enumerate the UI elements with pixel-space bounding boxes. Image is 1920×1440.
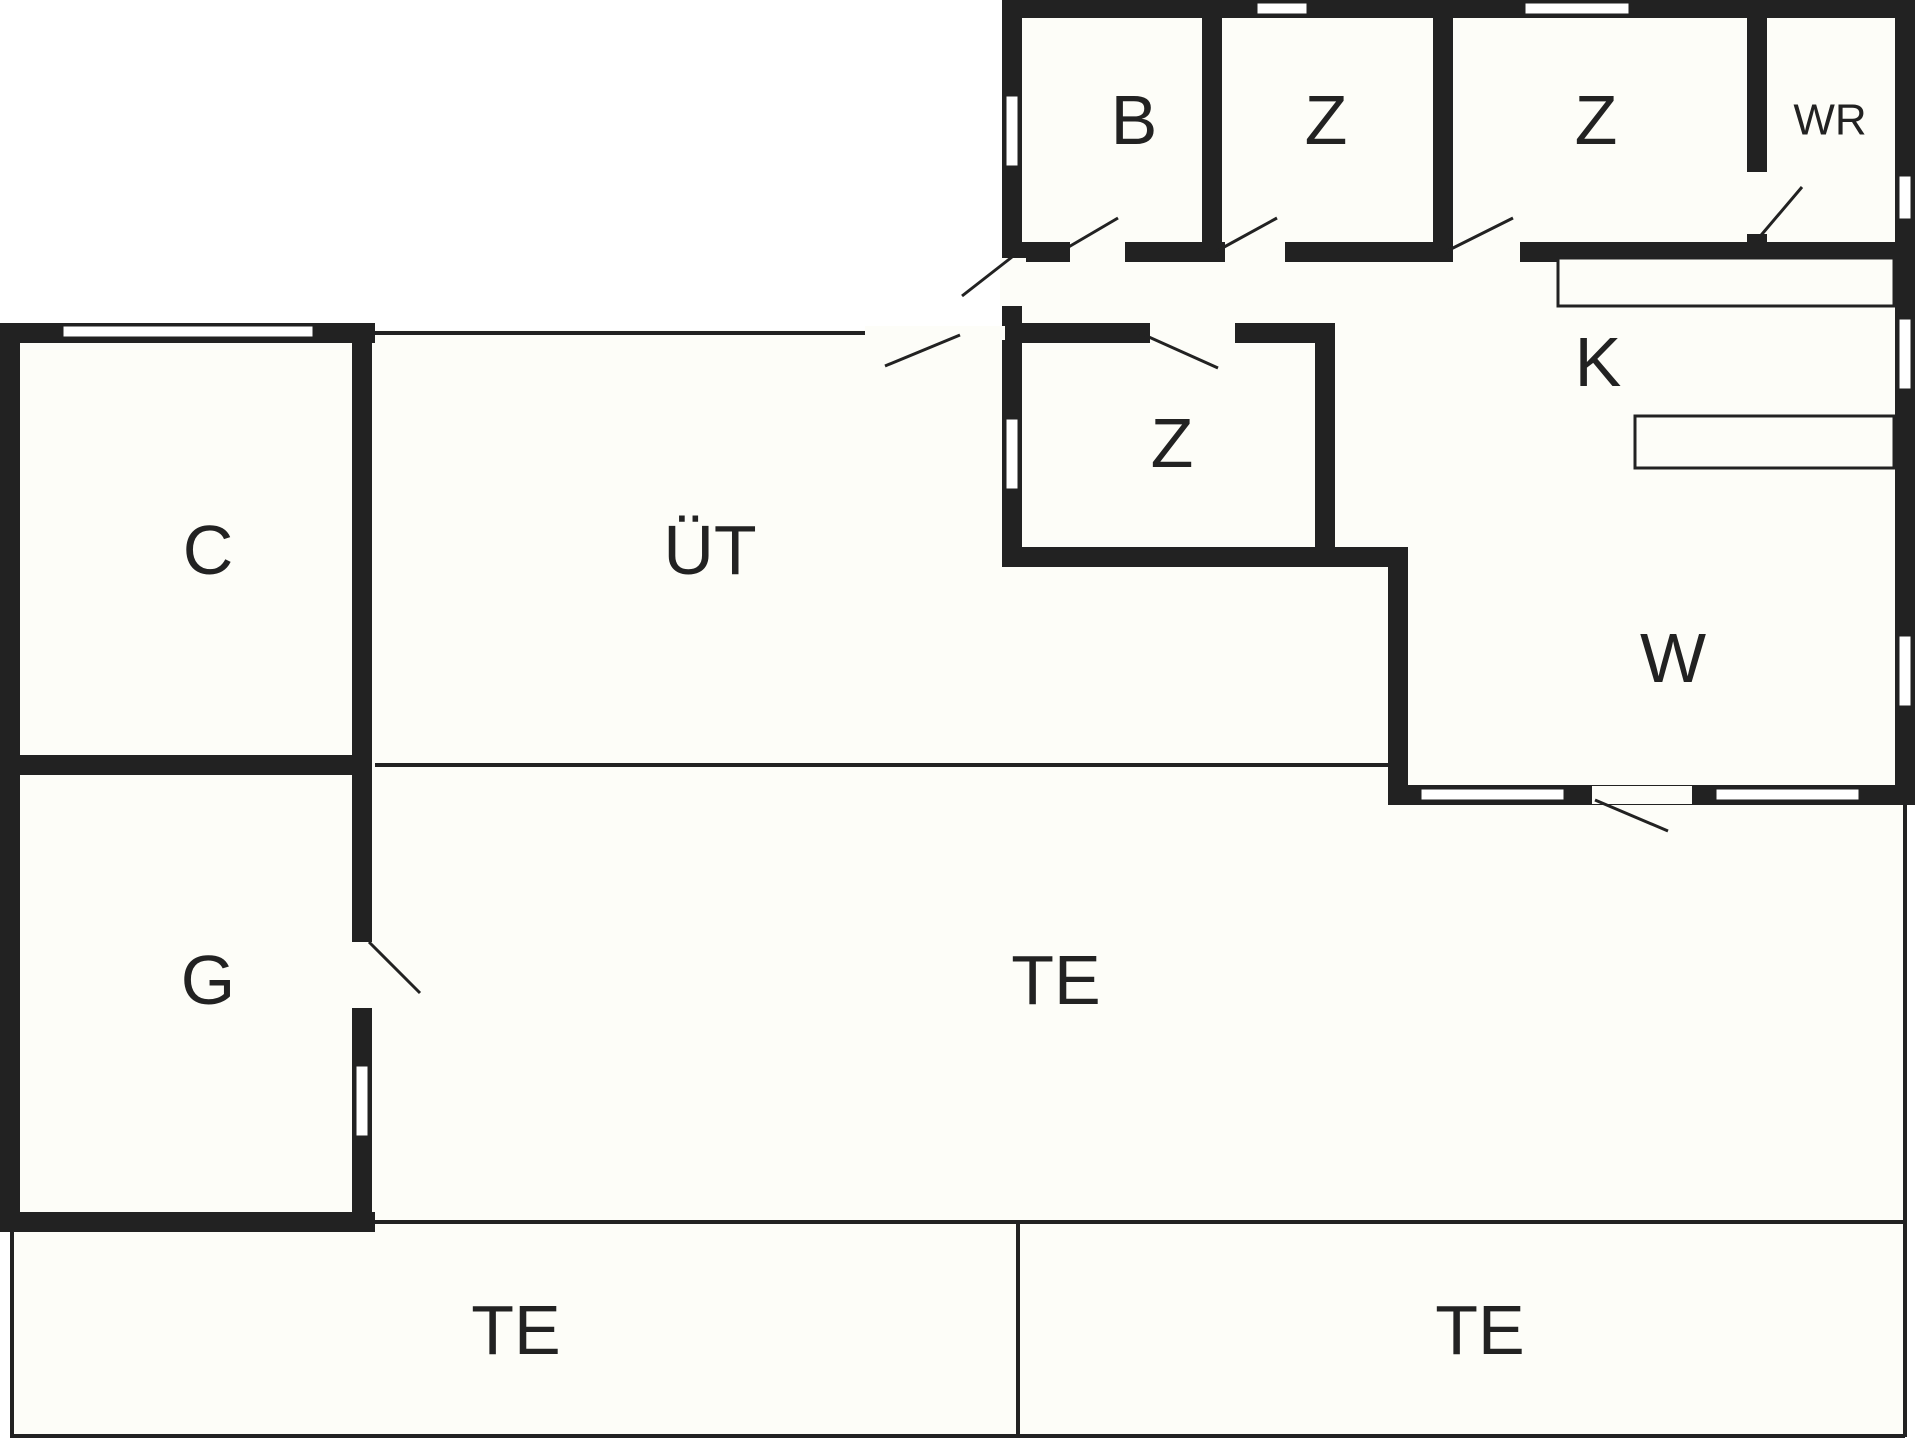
room-label-c: C bbox=[183, 511, 234, 589]
room-label-te-right: TE bbox=[1435, 1291, 1524, 1369]
doors bbox=[350, 172, 1804, 1008]
room-label-z2: Z bbox=[1575, 81, 1618, 159]
room-label-z3: Z bbox=[1151, 404, 1194, 482]
room-labels: C ÜT G TE TE TE B Z Z WR K Z W bbox=[181, 81, 1867, 1369]
kitchen-fixtures bbox=[1556, 256, 1896, 470]
room-label-ut: ÜT bbox=[663, 511, 756, 589]
room-label-te-left: TE bbox=[471, 1291, 560, 1369]
room-label-g: G bbox=[181, 941, 235, 1019]
room-label-k: K bbox=[1575, 323, 1622, 401]
room-label-b: B bbox=[1111, 81, 1158, 159]
room-label-wr: WR bbox=[1793, 96, 1866, 145]
room-label-te-main: TE bbox=[1011, 941, 1100, 1019]
room-label-w: W bbox=[1640, 619, 1706, 697]
windows bbox=[60, 0, 1914, 1139]
room-label-z1: Z bbox=[1305, 81, 1348, 159]
floor-fills bbox=[10, 10, 1908, 1435]
